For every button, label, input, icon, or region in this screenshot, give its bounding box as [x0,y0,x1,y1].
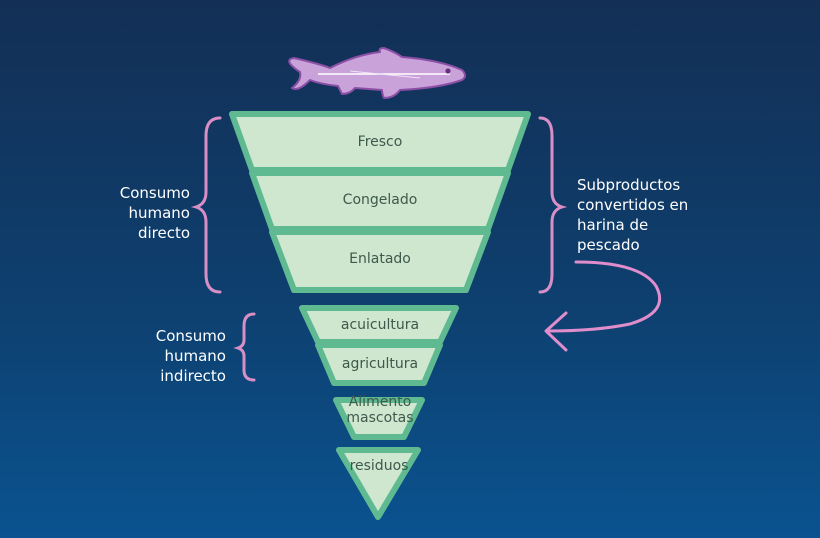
tier-label-fresco: Fresco [357,134,403,150]
tier-shape-enlatado [269,229,491,293]
label-consumo-directo: Consumo humano directo [119,184,190,242]
tier-label-congelado: Congelado [342,192,418,208]
tier-label-agricultura: agricultura [341,356,419,372]
tier-shape-alimento-mascotas [333,397,425,440]
tier-shape-residuos [336,447,421,520]
tier-shape-agricultura [315,342,443,386]
fish-icon [288,47,466,99]
tier-label-enlatado: Enlatado [349,251,411,267]
tier-label-alimento-mascotas: Alimento mascotas [346,394,414,426]
label-subproductos: Subproductos convertidos en harina de pe… [577,176,689,254]
tier-label-residuos: residuos [349,458,409,474]
curved-arrow-icon [544,260,662,352]
bracket-direct [190,116,222,294]
bracket-indirect [233,312,256,382]
bracket-byproducts [538,116,568,294]
tier-label-acuicultura: acuicultura [340,317,420,333]
label-consumo-indirecto: Consumo humano indirecto [155,327,226,385]
